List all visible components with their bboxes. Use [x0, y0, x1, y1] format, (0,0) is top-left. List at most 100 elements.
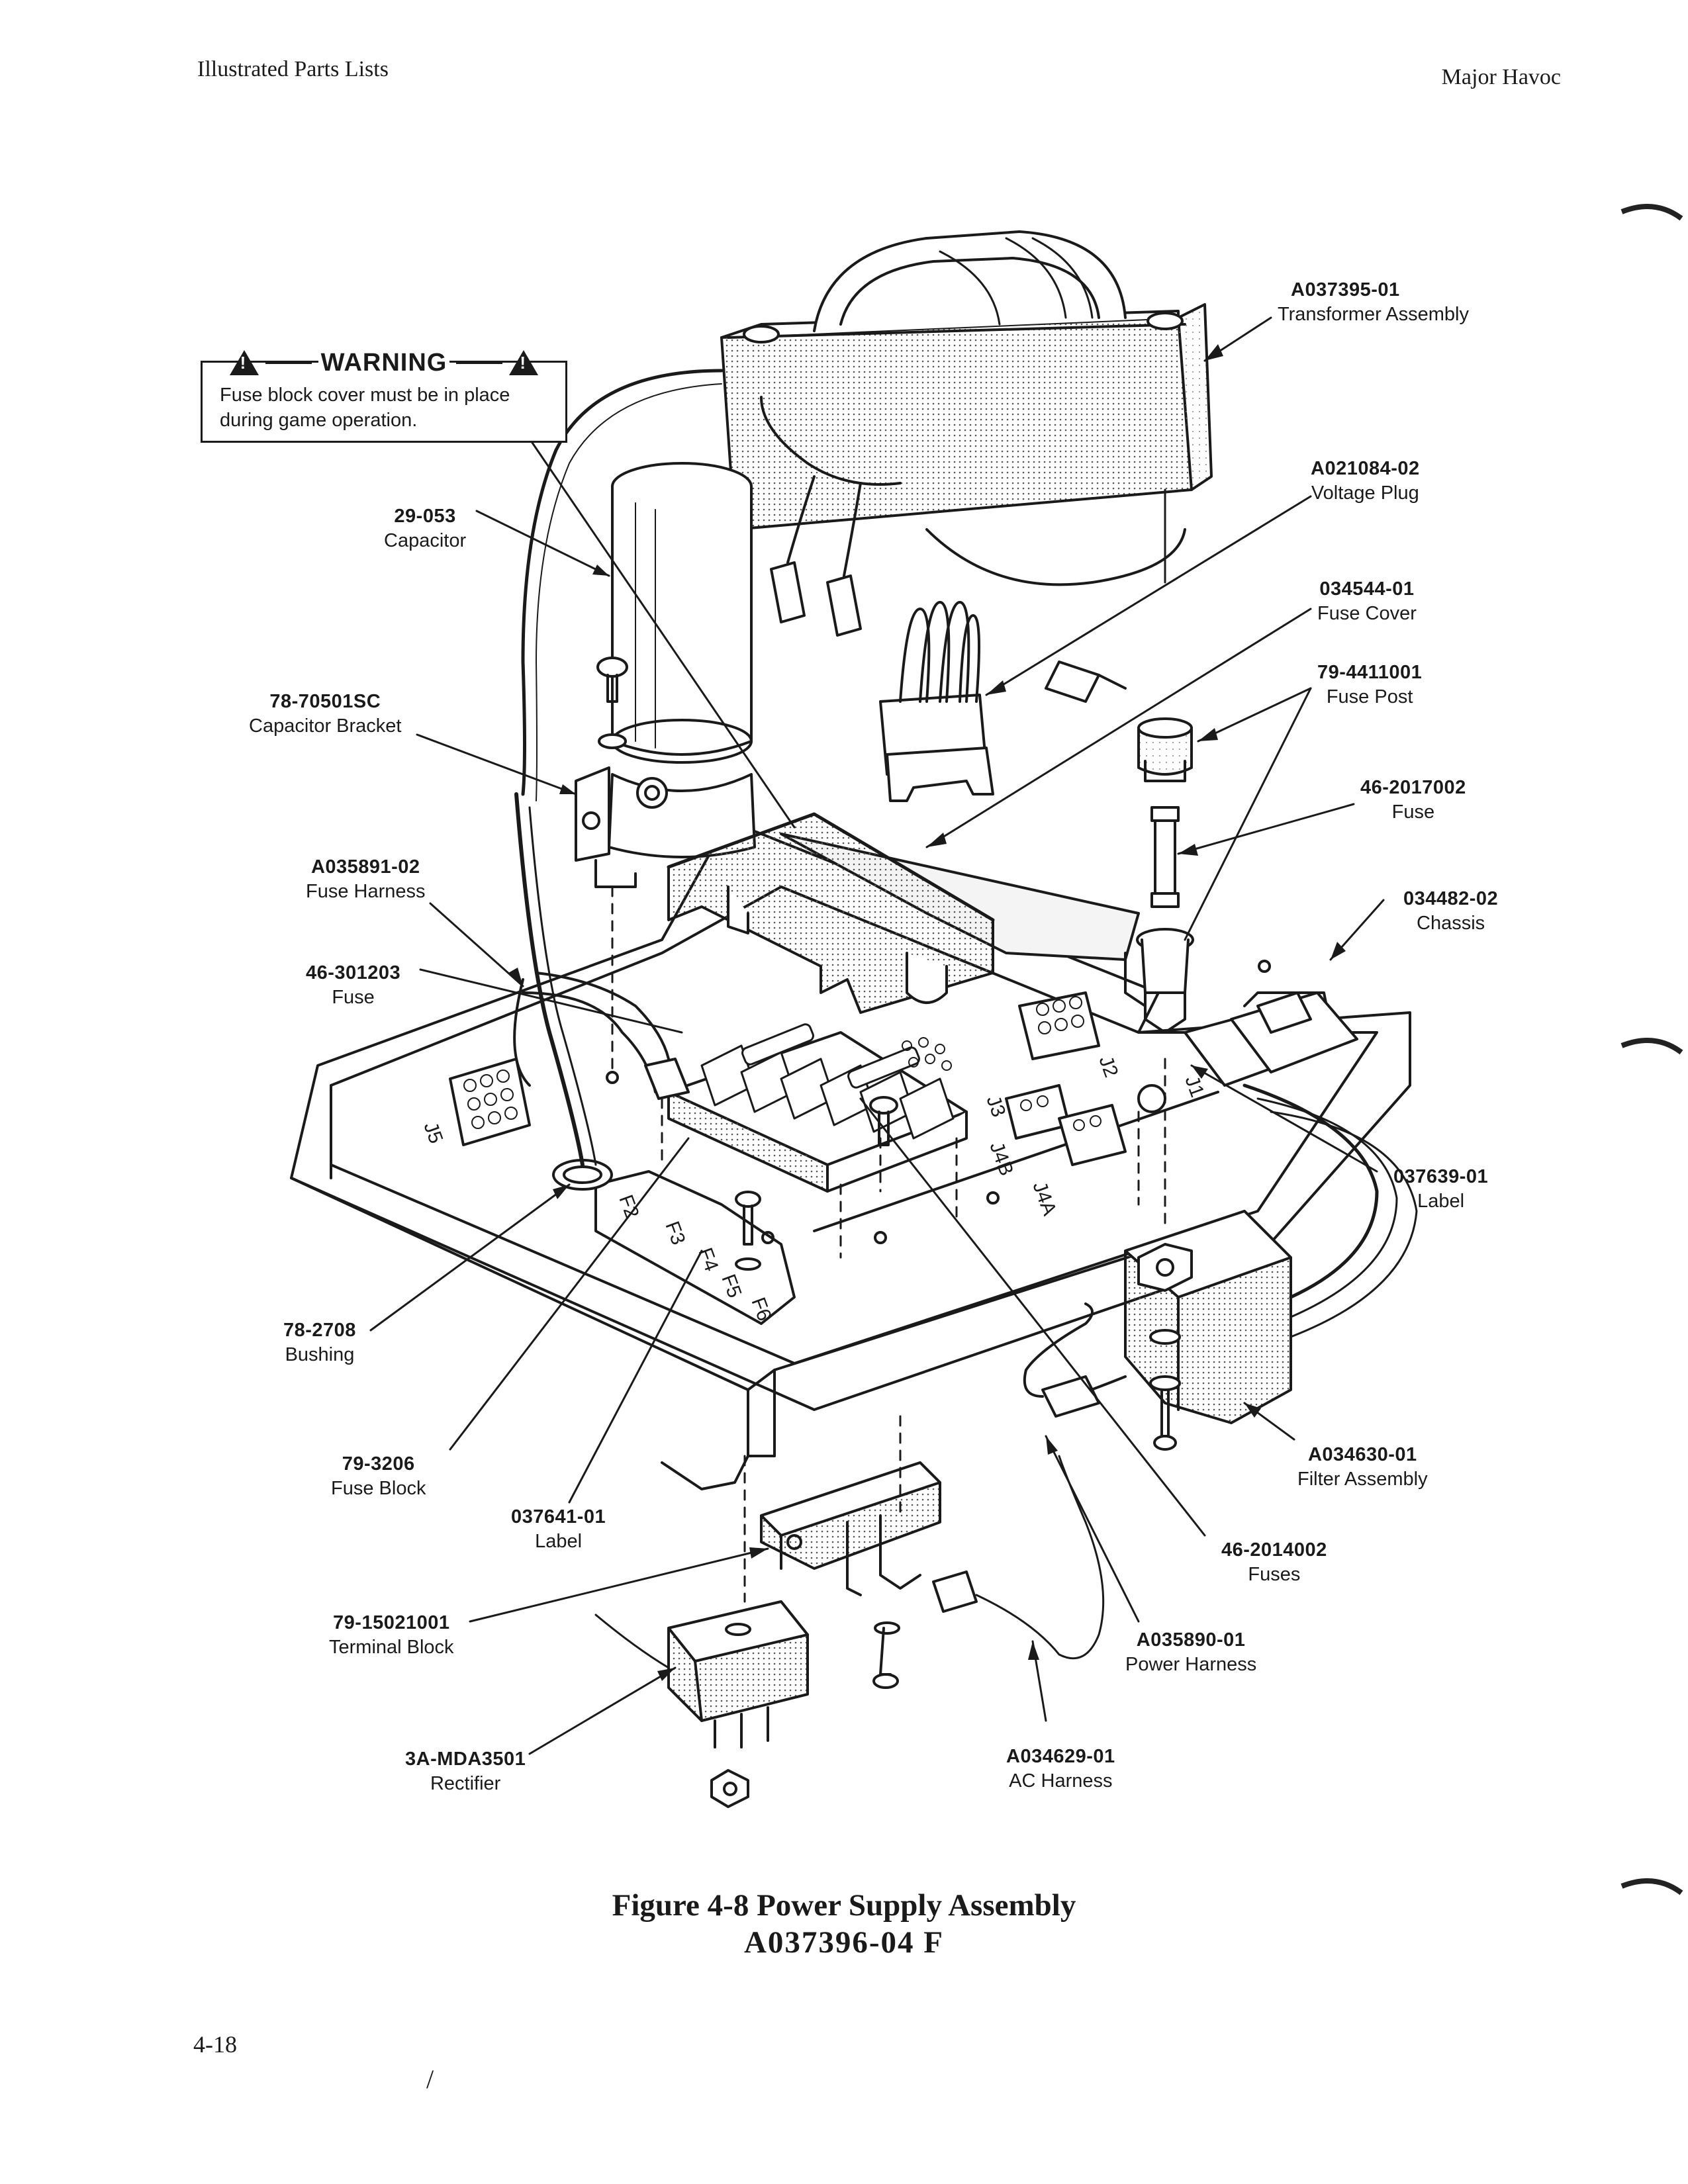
callout-fuse-block: 79-3206 Fuse Block [331, 1452, 426, 1501]
callout-fuse-301203: 46-301203 Fuse [306, 961, 400, 1010]
power-harness [932, 1455, 1105, 1660]
part-number: 46-2017002 [1360, 777, 1466, 798]
warning-title: WARNING [318, 348, 450, 377]
warning-rule [265, 361, 312, 364]
fuse-block [667, 1023, 968, 1193]
figure-number: A037396-04 F [743, 1925, 945, 1960]
part-name: Rectifier [430, 1773, 501, 1794]
callout-capacitor-bracket: 78-70501SC Capacitor Bracket [249, 690, 402, 739]
part-name: Fuse [332, 987, 375, 1008]
callout-label-037639: 037639-01 Label [1393, 1165, 1488, 1214]
part-name: Capacitor Bracket [249, 715, 402, 737]
spade-connectors [770, 475, 862, 637]
part-name: Chassis [1417, 913, 1485, 934]
part-number: A034629-01 [1006, 1746, 1115, 1767]
callout-chassis: 034482-02 Chassis [1403, 887, 1498, 936]
fuse-cover [667, 812, 995, 1014]
connector-j4a [1058, 1104, 1127, 1166]
fuse-cartridge [1150, 806, 1180, 908]
part-number: 3A-MDA3501 [405, 1749, 526, 1770]
part-number: 037641-01 [511, 1506, 606, 1527]
warning-icon [229, 350, 259, 375]
connector-j5 [449, 1058, 531, 1146]
part-name: Label [1417, 1191, 1465, 1212]
fuse-harness [513, 792, 690, 1167]
terminal-block [760, 1461, 941, 1689]
part-name: Label [535, 1531, 583, 1552]
part-number: 79-3206 [342, 1453, 415, 1475]
filter-assembly [1023, 1083, 1418, 1451]
part-number: 29-053 [394, 506, 456, 527]
leader-lines [369, 316, 1385, 1755]
callout-label-037641: 037641-01 Label [511, 1505, 606, 1554]
warning-icon [509, 350, 539, 375]
callout-bushing: 78-2708 Bushing [283, 1318, 356, 1367]
part-number: A035891-02 [310, 856, 420, 878]
part-number: 037639-01 [1393, 1166, 1489, 1187]
binder-tab-mark [1620, 1038, 1683, 1055]
transformer-assembly [720, 230, 1213, 586]
part-name: Fuse Block [331, 1478, 426, 1499]
fuse-block-screw [735, 1096, 898, 1271]
part-name: Terminal Block [329, 1637, 454, 1658]
callout-rectifier: 3A-MDA3501 Rectifier [405, 1747, 526, 1796]
running-header-right: Major Havoc [1441, 65, 1561, 89]
voltage-plug [879, 601, 994, 802]
running-header-left: Illustrated Parts Lists [197, 57, 389, 81]
warning-rule [456, 361, 503, 364]
binder-tab-mark [1620, 1878, 1683, 1895]
warning-title-row: WARNING [203, 347, 565, 379]
transformer-leads [521, 369, 902, 801]
fuse-post [1137, 717, 1193, 782]
callout-terminal-block: 79-15021001 Terminal Block [329, 1611, 454, 1660]
part-number: 034482-02 [1403, 888, 1499, 909]
part-number: 46-2014002 [1221, 1539, 1327, 1561]
callout-power-harness: A035890-01 Power Harness [1125, 1628, 1256, 1677]
callout-capacitor: 29-053 Capacitor [384, 504, 466, 553]
part-name: Filter Assembly [1297, 1469, 1428, 1490]
binder-tab-mark [1620, 204, 1683, 221]
capacitor [608, 462, 756, 858]
callout-transformer-assembly: A037395-01 Transformer Assembly [1278, 278, 1469, 327]
callout-fuses-2014002: 46-2014002 Fuses [1221, 1538, 1327, 1587]
figure-caption: Figure 4-8 Power Supply Assembly [612, 1888, 1076, 1923]
part-name: Fuse Harness [306, 881, 426, 902]
part-name: AC Harness [1009, 1770, 1113, 1792]
stray-mark: / [426, 2064, 434, 2094]
rectifier [594, 1600, 809, 1808]
part-number: 78-2708 [283, 1320, 356, 1341]
connector-j1 [1184, 991, 1358, 1087]
callout-fuse-post: 79-4411001 Fuse Post [1317, 660, 1422, 709]
part-name: Fuses [1248, 1564, 1301, 1585]
fuse-post-base [1124, 928, 1194, 1034]
part-number: A035890-01 [1136, 1629, 1246, 1651]
part-number: 79-15021001 [333, 1612, 450, 1633]
assembly-guide-lines [611, 687, 1166, 1603]
part-number: A021084-02 [1311, 458, 1420, 479]
part-name: Fuse Post [1326, 686, 1413, 707]
part-name: Capacitor [384, 530, 467, 551]
part-number: A037395-01 [1291, 279, 1400, 300]
page-number: 4-18 [193, 2031, 237, 2058]
screw [596, 657, 628, 749]
connector-j2 [1018, 991, 1100, 1060]
warning-text: Fuse block cover must be in place during… [220, 385, 510, 431]
part-number: 034544-01 [1319, 578, 1415, 600]
callout-fuse-harness: A035891-02 Fuse Harness [306, 855, 426, 904]
part-name: Voltage Plug [1311, 482, 1419, 504]
leader-arrowheads [508, 344, 1346, 1681]
part-name: Fuse [1391, 801, 1435, 823]
part-name: Power Harness [1125, 1654, 1257, 1675]
callout-fuse-cover: 034544-01 Fuse Cover [1317, 577, 1417, 626]
part-number: 46-301203 [306, 962, 401, 983]
warning-box: WARNING Fuse block cover must be in plac… [201, 348, 567, 443]
harness-loop [1045, 660, 1127, 703]
callout-fuse-2017002: 46-2017002 Fuse [1360, 776, 1466, 825]
part-name: Bushing [285, 1344, 355, 1365]
callout-filter-assembly: A034630-01 Filter Assembly [1297, 1443, 1428, 1492]
part-number: 78-70501SC [269, 691, 381, 712]
callout-ac-harness: A034629-01 AC Harness [1006, 1745, 1115, 1794]
capacitor-bracket [575, 766, 668, 888]
part-name: Fuse Cover [1317, 603, 1417, 624]
callout-voltage-plug: A021084-02 Voltage Plug [1311, 457, 1420, 506]
